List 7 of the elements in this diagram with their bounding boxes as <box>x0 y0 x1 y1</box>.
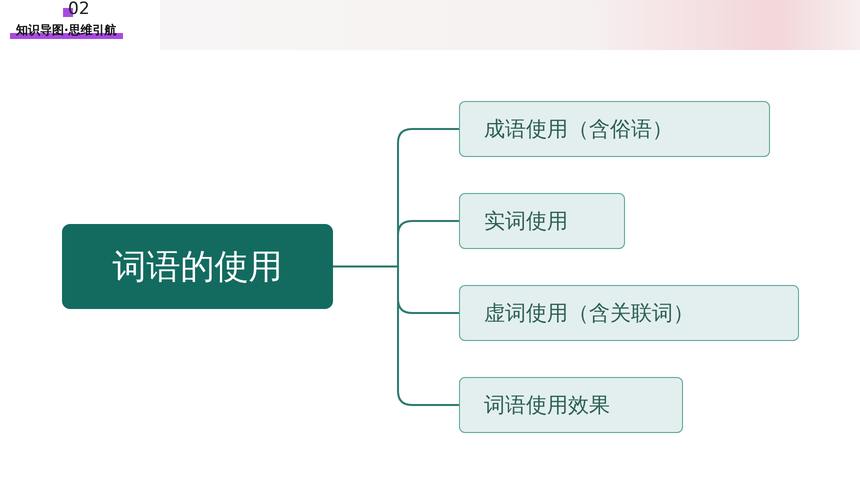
subtopic-box: 成语使用（含俗语） <box>459 101 770 157</box>
section-number: 02 <box>68 0 90 19</box>
subtopic-box: 词语使用效果 <box>459 377 683 433</box>
connector-line <box>333 266 459 406</box>
subtopic-box: 实词使用 <box>459 193 625 249</box>
subtopic-box: 虚词使用（含关联词） <box>459 285 799 341</box>
root-topic-box: 词语的使用 <box>62 224 333 309</box>
